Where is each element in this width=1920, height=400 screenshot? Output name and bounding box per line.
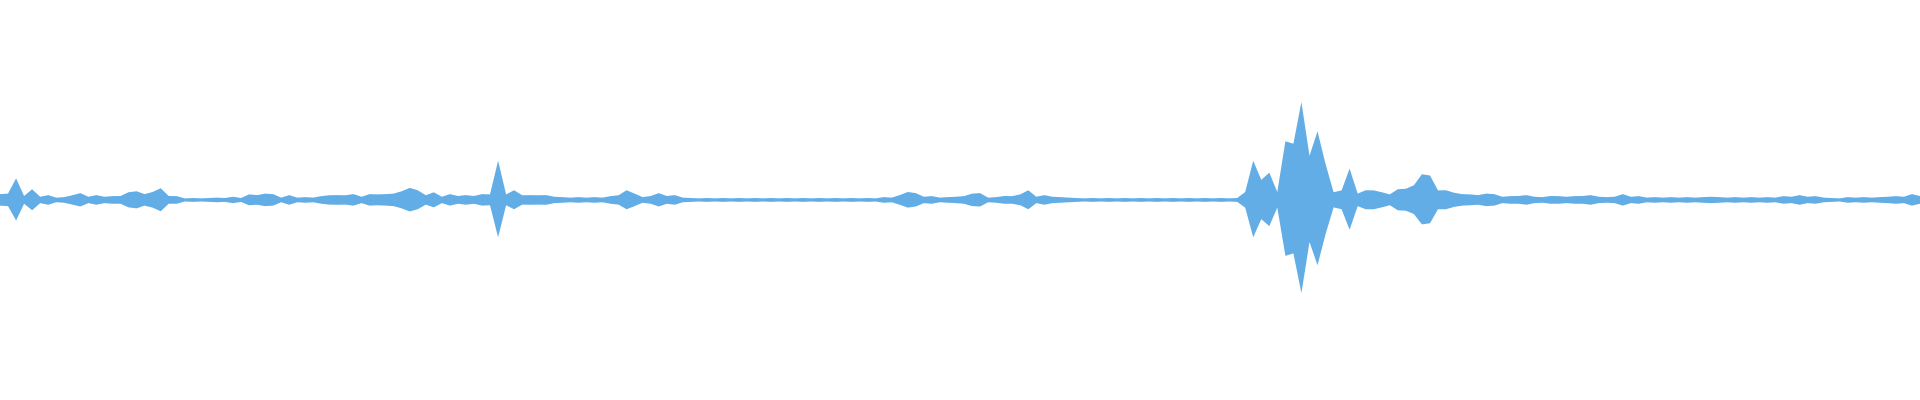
waveform-shape (0, 102, 1920, 294)
